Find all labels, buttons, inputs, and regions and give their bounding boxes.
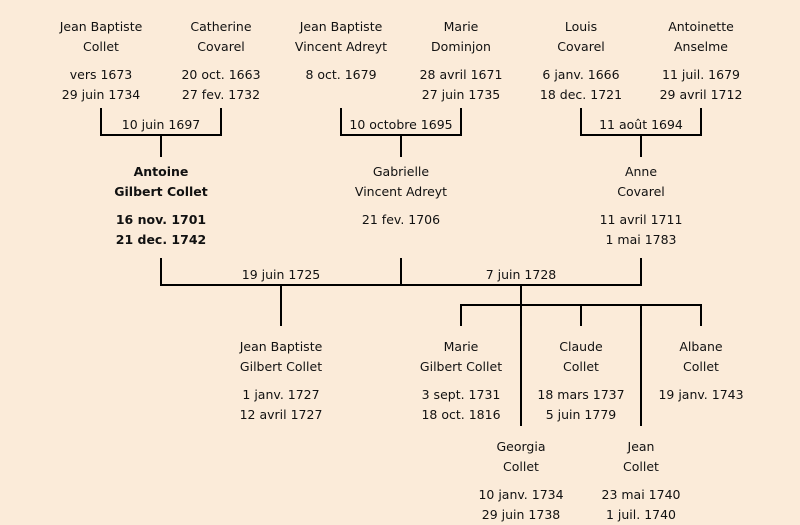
death-date: 1 mai 1783 [605, 232, 677, 247]
person-name-line: Gabrielle [372, 164, 430, 179]
marriage-date: 10 juin 1697 [121, 117, 201, 132]
death-date: 12 avril 1727 [239, 407, 323, 422]
birth-date: 20 oct. 1663 [181, 67, 261, 82]
children-connector-second-marriage [460, 285, 702, 426]
person-name-line: Collet [683, 359, 719, 374]
person-name-line: Gilbert Collet [419, 359, 503, 374]
death-date: 29 juin 1734 [61, 87, 141, 102]
person-name-line: Covarel [197, 39, 245, 54]
death-date: 21 dec. 1742 [115, 232, 207, 247]
birth-date: vers 1673 [69, 67, 133, 82]
person-name-line: Dominjon [431, 39, 491, 54]
person-name-line: Antoinette [668, 19, 734, 34]
birth-date: 16 nov. 1701 [115, 212, 207, 227]
person-name-line: Gilbert Collet [239, 359, 323, 374]
person-name-line: Jean Baptiste [59, 19, 143, 34]
person-name-line: Marie [443, 19, 479, 34]
death-date: 27 fev. 1732 [181, 87, 261, 102]
death-date: 5 juin 1779 [545, 407, 617, 422]
birth-date: 3 sept. 1731 [421, 387, 501, 402]
birth-date: 10 janv. 1734 [478, 487, 564, 502]
person-name-line: Covarel [617, 184, 665, 199]
couple-connector-adreyt-dominjon [340, 108, 462, 157]
person-name-line: Collet [563, 359, 599, 374]
birth-date: 21 fev. 1706 [361, 212, 441, 227]
person-name-line: Vincent Adreyt [294, 39, 388, 54]
parents-connector [160, 258, 642, 286]
person-name-line: Jean Baptiste [239, 339, 323, 354]
person-name-line: Catherine [190, 19, 252, 34]
person-name-line: Antoine [133, 164, 189, 179]
person-name-line: Marie [443, 339, 479, 354]
marriage-date: 7 juin 1728 [485, 267, 557, 282]
person-name-line: Vincent Adreyt [354, 184, 448, 199]
birth-date: 19 janv. 1743 [658, 387, 744, 402]
death-date: 18 dec. 1721 [539, 87, 623, 102]
person-name-line: Albane [679, 339, 723, 354]
birth-date: 28 avril 1671 [419, 67, 503, 82]
death-date: 29 avril 1712 [659, 87, 743, 102]
birth-date: 18 mars 1737 [537, 387, 625, 402]
person-name-line: Anselme [673, 39, 729, 54]
person-name-line: Anne [624, 164, 658, 179]
marriage-date: 11 août 1694 [599, 117, 683, 132]
person-name-line: Jean Baptiste [299, 19, 383, 34]
marriage-date: 10 octobre 1695 [349, 117, 453, 132]
person-name-line: Collet [623, 459, 659, 474]
birth-date: 1 janv. 1727 [242, 387, 320, 402]
person-name-line: Jean [627, 439, 655, 454]
birth-date: 11 juil. 1679 [662, 67, 740, 82]
couple-connector-collet-covarel [100, 108, 222, 157]
person-name-line: Gilbert Collet [114, 184, 208, 199]
person-name-line: Collet [503, 459, 539, 474]
couple-connector-covarel-anselme [580, 108, 702, 157]
person-name-line: Collet [83, 39, 119, 54]
person-name-line: Louis [564, 19, 598, 34]
birth-date: 23 mai 1740 [601, 487, 681, 502]
death-date: 1 juil. 1740 [605, 507, 677, 522]
person-name-line: Georgia [496, 439, 546, 454]
birth-date: 6 janv. 1666 [542, 67, 620, 82]
person-name-line: Claude [559, 339, 603, 354]
death-date: 18 oct. 1816 [421, 407, 501, 422]
birth-date: 11 avril 1711 [599, 212, 683, 227]
person-name-line: Covarel [557, 39, 605, 54]
death-date: 29 juin 1738 [481, 507, 561, 522]
marriage-date: 19 juin 1725 [241, 267, 321, 282]
birth-date: 8 oct. 1679 [305, 67, 377, 82]
death-date: 27 juin 1735 [421, 87, 501, 102]
